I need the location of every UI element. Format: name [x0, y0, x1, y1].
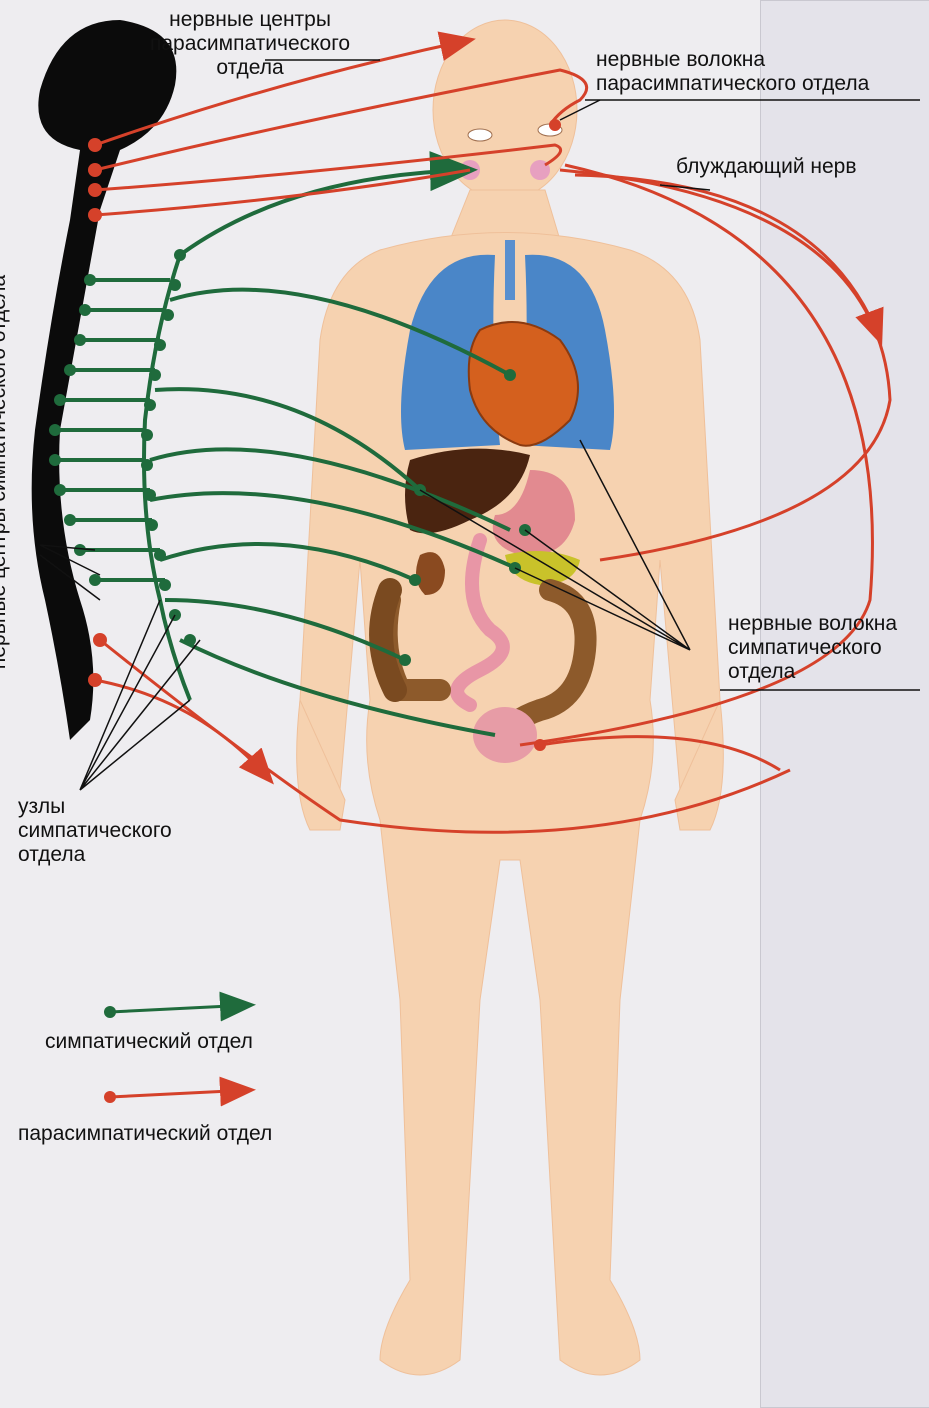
legend-sympathetic-label: симпатический отдел: [45, 1030, 253, 1054]
eye-left: [468, 129, 492, 141]
legend-sympathetic-sample: [104, 1005, 250, 1018]
colon-left: [381, 590, 395, 690]
human-body: [297, 20, 724, 1375]
label-symp-nodes: узлы симпатического отдела: [18, 795, 172, 867]
label-vagus: блуждающий нерв: [676, 155, 857, 179]
bladder: [473, 707, 537, 763]
label-symp-fibers: нервные волокна симпатического отдела: [728, 612, 897, 684]
label-symp-centers: нервные центры симпатического отдела: [0, 275, 11, 669]
legend-parasympathetic-sample: [104, 1090, 250, 1103]
legend-parasympathetic-label: парасимпатический отдел: [18, 1122, 272, 1146]
label-para-centers: нервные центры парасимпатического отдела: [150, 8, 350, 80]
label-para-fibers: нервные волокна парасимпатического отдел…: [596, 48, 869, 96]
